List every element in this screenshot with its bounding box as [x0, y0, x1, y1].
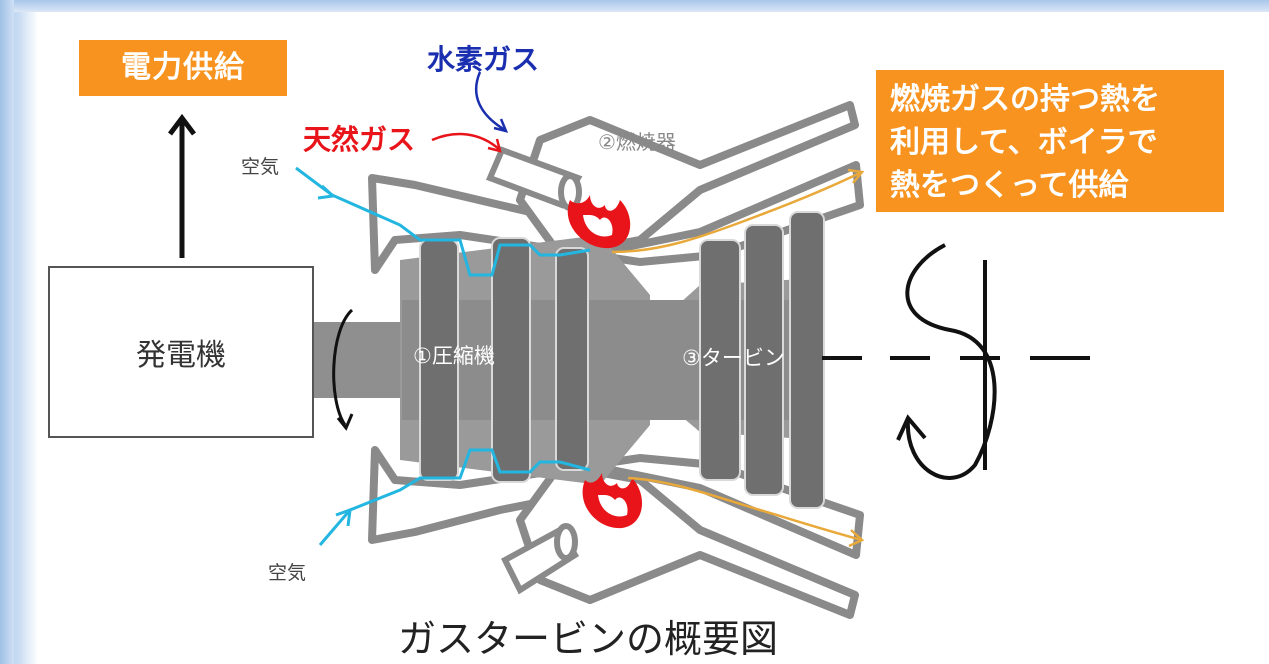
combustor-label: ②燃焼器	[598, 130, 676, 154]
left-frame-band	[0, 0, 14, 664]
turbine-rotation-arrow	[905, 243, 997, 480]
air-inlet-bottom-label: 空気	[268, 562, 307, 584]
natural-gas-pointer	[431, 132, 501, 151]
shaft-rotation-arrow	[332, 308, 354, 426]
generator-box: 発電機	[48, 266, 314, 438]
flame-bottom	[582, 473, 643, 529]
heat-note-line-1: 燃焼ガスの持つ熱を	[890, 82, 1160, 117]
turbine-blades	[699, 211, 825, 509]
exhaust-flow-top	[611, 168, 865, 254]
hydrogen-gas-label: 水素ガス	[427, 43, 540, 76]
generator-shaft	[312, 322, 402, 398]
air-flow-bottom	[318, 448, 591, 546]
exhaust-flow-bottom	[627, 476, 865, 548]
heat-utilization-note: 燃焼ガスの持つ熱を 利用して、ボイラで 熱をつくって供給	[876, 70, 1224, 212]
turbine-label: ③タービン	[682, 346, 785, 370]
generator-label: 発電機	[136, 338, 226, 373]
heat-note-line-3: 熱をつくって供給	[890, 168, 1129, 203]
fuel-injector-bottom	[501, 523, 580, 595]
compressor-label: ①圧縮機	[413, 344, 495, 368]
flame-top	[567, 195, 631, 249]
fuel-injector-top	[486, 146, 583, 211]
hydrogen-pointer	[474, 71, 506, 132]
power-supply-box: 電力供給	[79, 40, 287, 96]
top-frame-band	[0, 0, 1269, 12]
air-inlet-top-label: 空気	[241, 156, 280, 178]
power-supply-label: 電力供給	[121, 50, 245, 85]
heat-note-line-2: 利用して、ボイラで	[890, 125, 1158, 160]
air-flow-top	[295, 166, 591, 277]
diagram-caption: ガスタービンの概要図	[398, 617, 779, 661]
natural-gas-label: 天然ガス	[303, 123, 416, 156]
